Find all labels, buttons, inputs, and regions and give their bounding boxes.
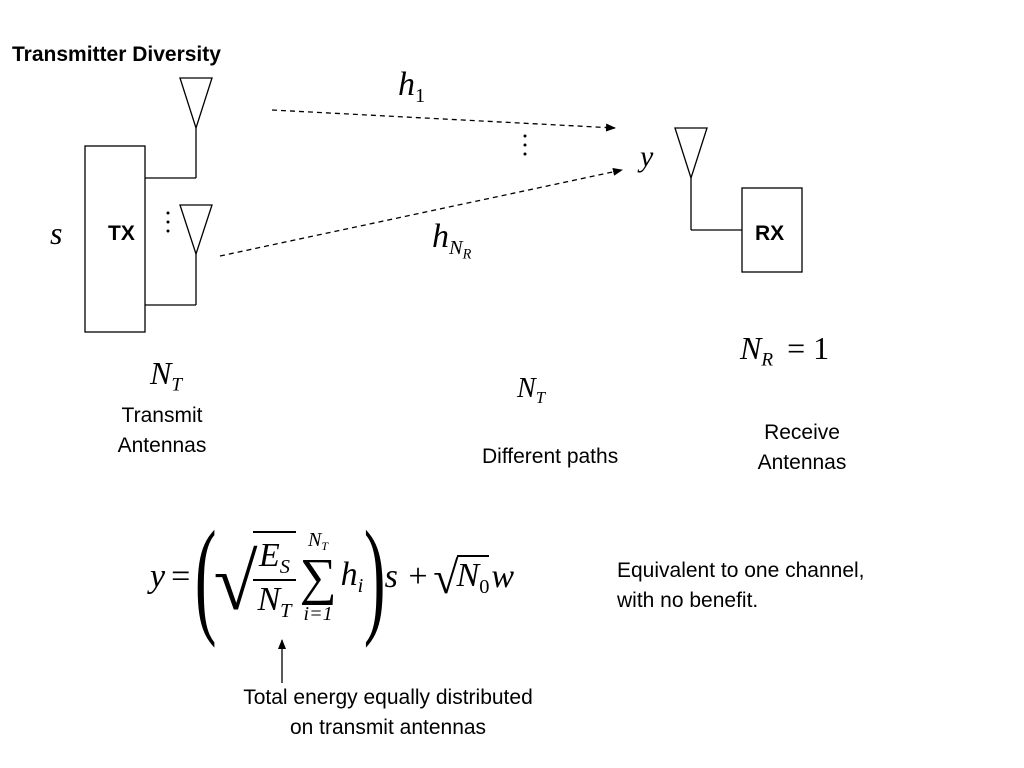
paths-count: NT [517, 373, 546, 407]
energy-caption: Total energy equally distributed on tran… [243, 686, 533, 739]
equation-equals: = [171, 558, 191, 595]
paths-caption: Different paths [482, 445, 619, 468]
tx-caption: Transmit Antennas [117, 404, 207, 457]
noise-term: N0 [456, 554, 490, 599]
tx-antenna-bottom [145, 204, 213, 306]
rx-caption: Receive Antennas [757, 421, 847, 474]
left-paren: ( [195, 505, 217, 649]
tx-antenna-ellipsis [166, 211, 170, 233]
tx-antenna-top [145, 77, 213, 179]
page-title: Transmitter Diversity [12, 43, 221, 66]
right-paren: ) [364, 505, 386, 649]
rx-antenna [674, 127, 742, 231]
tx-count: NT [150, 355, 183, 396]
output-symbol: y [640, 140, 654, 173]
rx-count: NR = 1 [740, 330, 830, 371]
equation-after-paren: s + [384, 558, 430, 595]
channel-label-last: hNR [432, 218, 472, 263]
rx-box [741, 187, 803, 273]
equation-lhs: y [150, 558, 166, 595]
summation: NT ∑ i=1 [299, 528, 337, 626]
noise-sqrt-sign: √ [433, 551, 459, 603]
channel-label-first: h1 [398, 66, 426, 108]
channel-path-last [219, 167, 623, 257]
sqrt-sign: √ [213, 539, 258, 627]
channel-path-first [271, 109, 616, 132]
signal-equation: y = ( √ ES NT NT ∑ i=1 hi ) s + √ N0 w [150, 505, 515, 649]
tx-box [84, 145, 146, 333]
tx-label: TX [108, 222, 135, 245]
equivalence-note: Equivalent to one channel, with no benef… [617, 559, 865, 612]
input-symbol: s [50, 215, 63, 251]
channel-path-ellipsis [523, 134, 527, 156]
energy-fraction: ES NT [253, 530, 296, 623]
rx-label: RX [755, 222, 785, 245]
